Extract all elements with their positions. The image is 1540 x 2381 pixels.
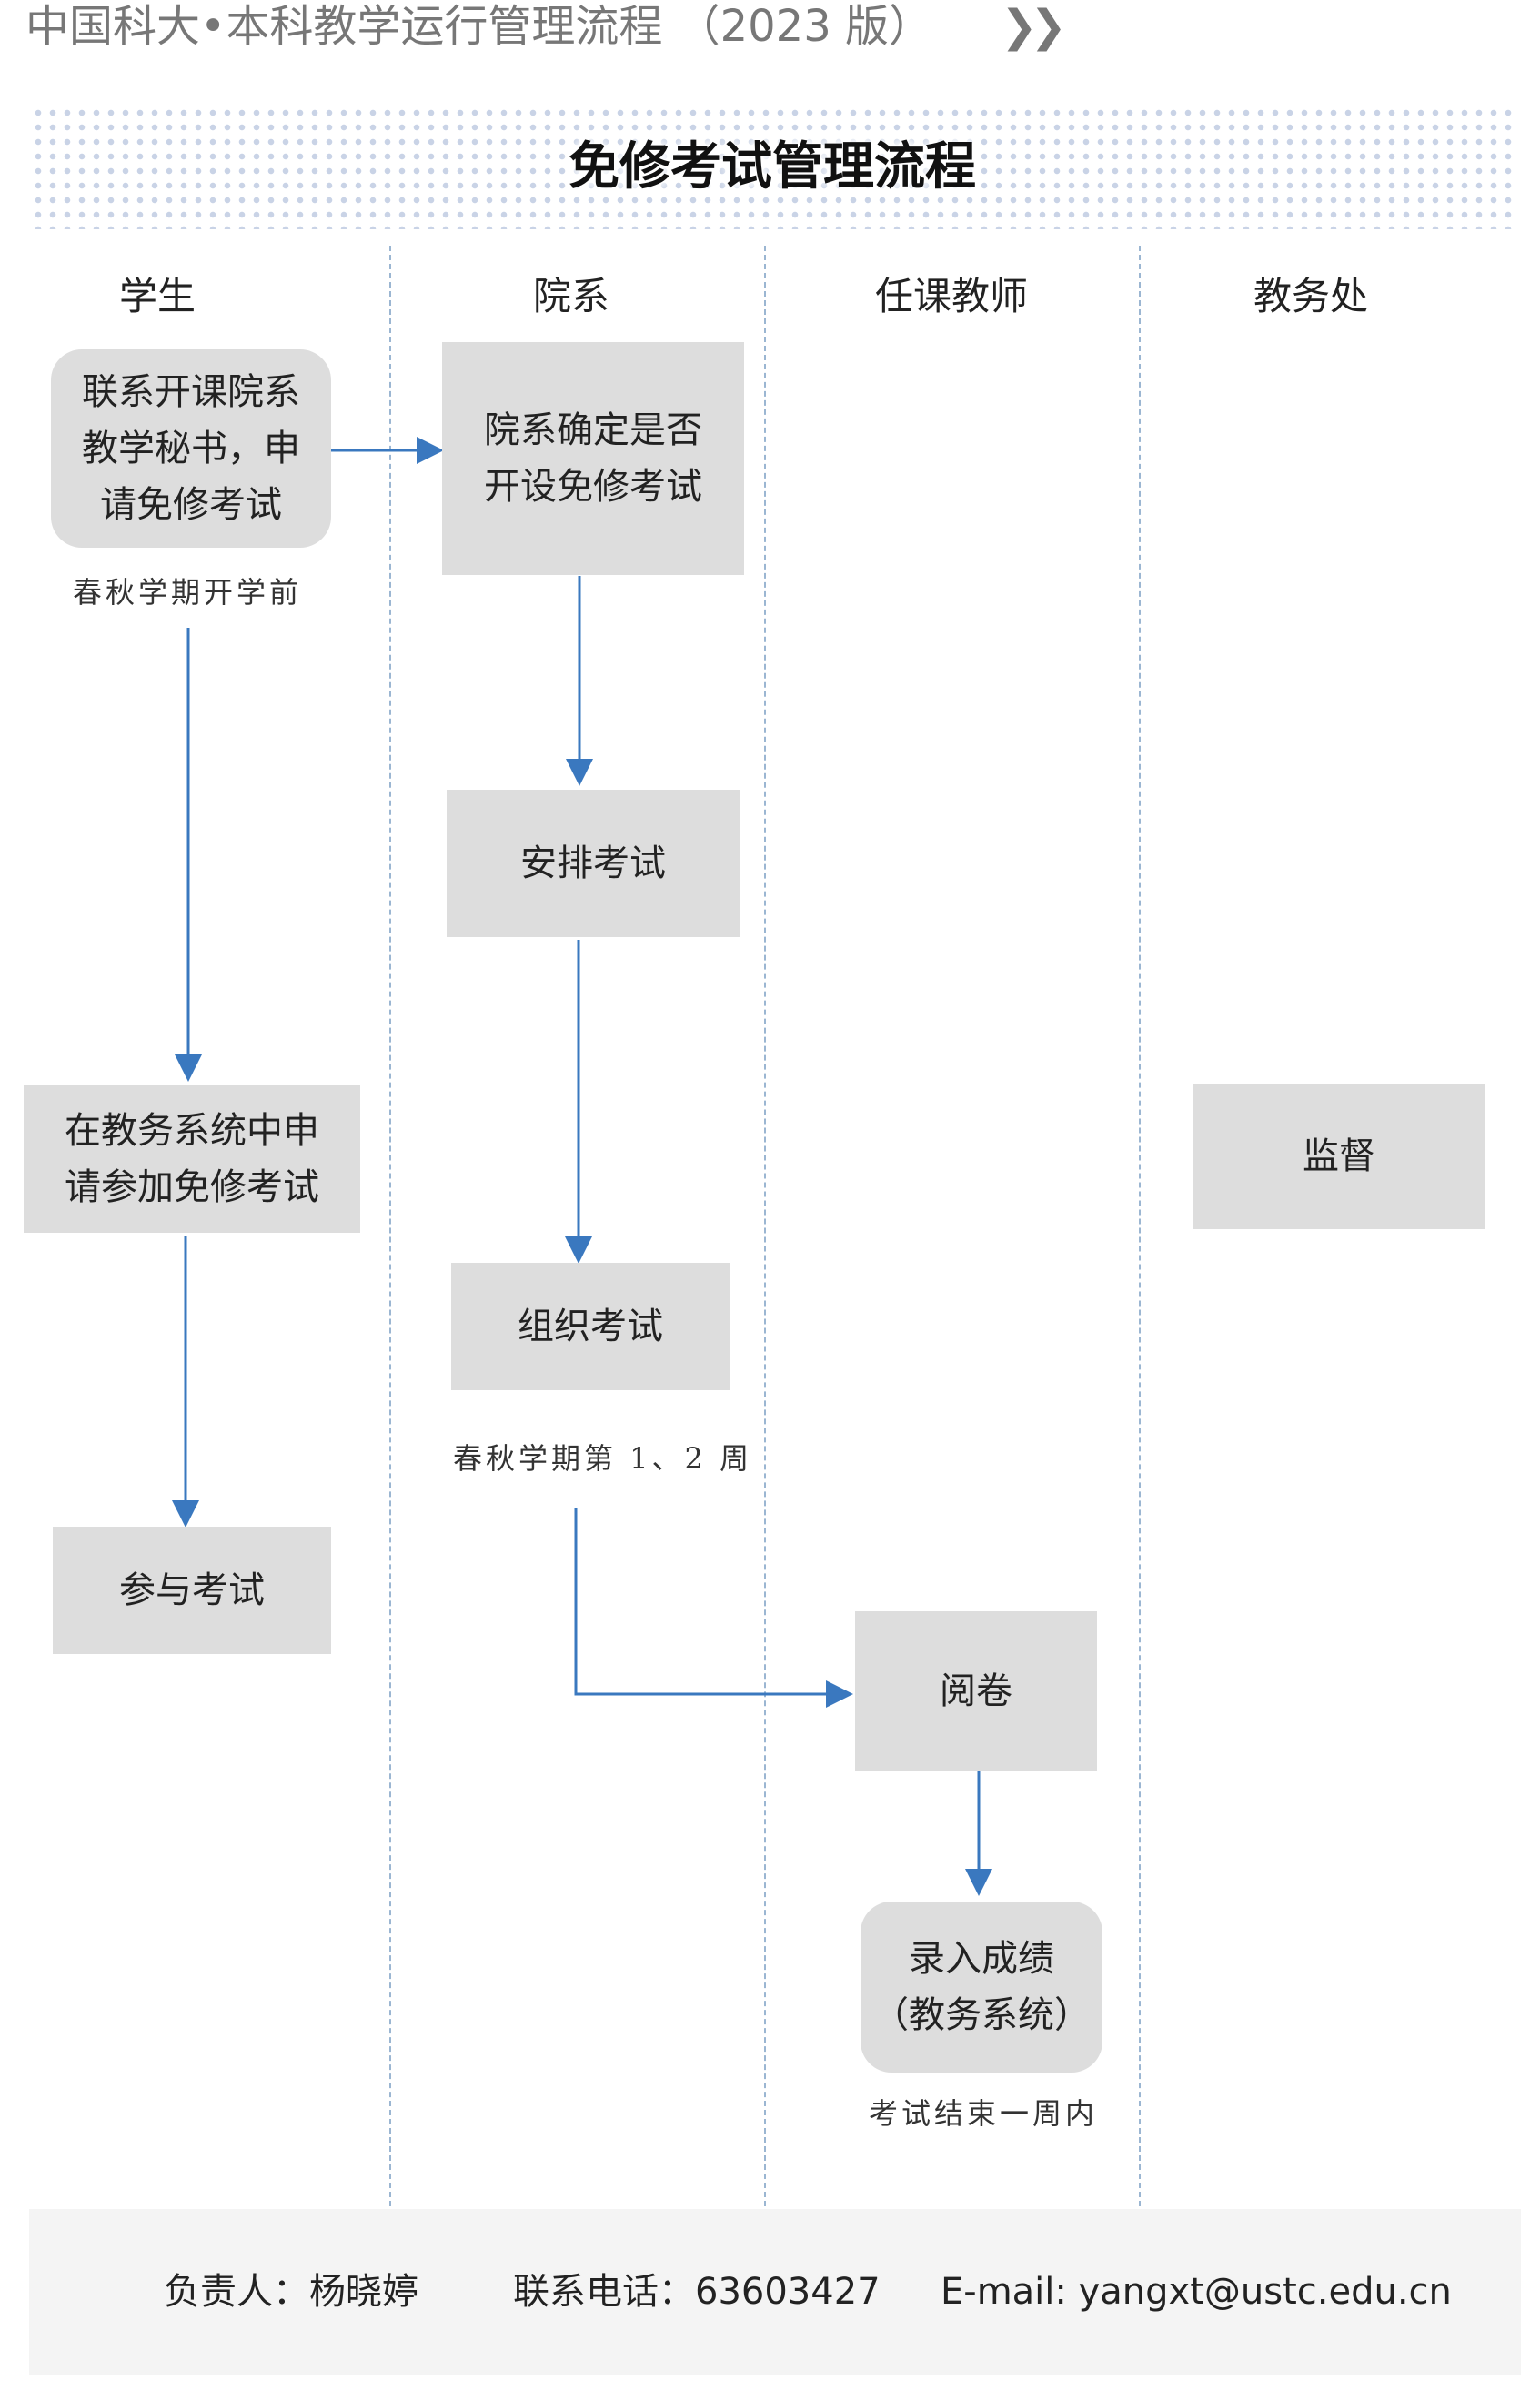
note-before-semester: 春秋学期开学前 [73,575,303,610]
lane-divider [389,246,391,2225]
lane-label-student: 学生 [118,274,196,318]
step-take-exam-label: 参与考试 [119,1569,265,1611]
arrow-organize-to-grade [574,1508,853,1708]
step-organize-exam-label: 组织考试 [518,1306,663,1347]
note-weeks-1-2: 春秋学期第 1、2 周 [453,1441,753,1476]
lane-label-teacher: 任课教师 [874,274,1028,318]
step-arrange-exam: 安排考试 [447,790,740,937]
header-title: 中国科大•本科教学运行管理流程 （2023 版） [25,1,932,52]
footer-contact-person: 负责人：杨晓婷 [164,2271,418,2313]
step-apply-in-system: 在教务系统中申请参加免修考试 [24,1085,360,1233]
page-header: 中国科大•本科教学运行管理流程 （2023 版） ❯❯ [25,0,1067,53]
step-supervise-label: 监督 [1303,1135,1375,1177]
flowchart-title: 免修考试管理流程 [569,137,976,197]
step-department-decide-label: 院系确定是否开设免修考试 [484,409,702,508]
note-within-week: 考试结束一周内 [869,2096,1099,2131]
footer-email: E-mail: yangxt@ustc.edu.cn [941,2271,1452,2313]
contact-footer: 负责人：杨晓婷 联系电话：63603427 E-mail: yangxt@ust… [29,2209,1521,2375]
lane-label-academic-office: 教务处 [1253,274,1368,318]
step-take-exam: 参与考试 [53,1527,331,1654]
step-enter-grades-sublabel: （教务系统） [872,1994,1091,2036]
step-supervise: 监督 [1193,1084,1485,1229]
step-enter-grades-label: 录入成绩 [909,1938,1054,1980]
lane-divider [1139,246,1141,2225]
step-contact-department-label: 联系开课院系教学秘书，申请免修考试 [82,371,300,526]
footer-phone: 联系电话：63603427 [513,2271,881,2313]
step-contact-department: 联系开课院系教学秘书，申请免修考试 [51,349,331,548]
step-grade-papers-label: 阅卷 [940,1670,1012,1712]
step-grade-papers: 阅卷 [855,1611,1097,1771]
step-department-decide: 院系确定是否开设免修考试 [442,342,744,575]
title-banner: 免修考试管理流程 [31,106,1514,229]
step-enter-grades: 录入成绩 （教务系统） [861,1902,1102,2073]
lane-label-department: 院系 [532,274,609,318]
double-chevron-right-icon: ❯❯ [1001,1,1066,52]
step-apply-in-system-label: 在教务系统中申请参加免修考试 [65,1110,319,1208]
step-organize-exam: 组织考试 [451,1263,730,1390]
step-arrange-exam-label: 安排考试 [520,842,666,884]
lane-divider [764,246,766,2225]
